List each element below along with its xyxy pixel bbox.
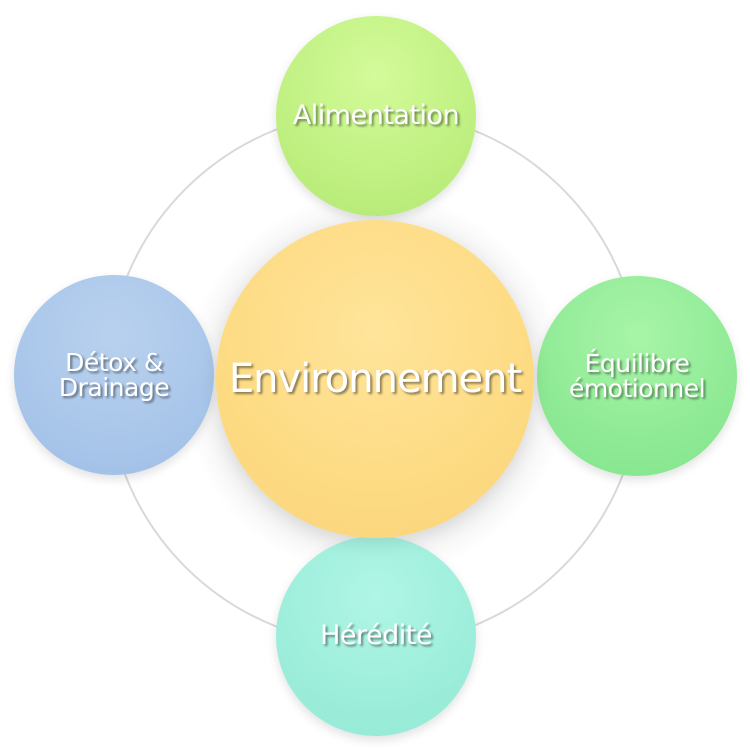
- node-label-alimentation: Alimentation: [292, 100, 460, 132]
- node-label-equilibre-emotionnel: Équilibre émotionnel: [568, 348, 706, 403]
- center-label: Environnement: [228, 355, 522, 402]
- node-label-detox-drainage: Détox & Drainage: [58, 347, 170, 402]
- node-environnement: Environnement: [216, 220, 534, 538]
- node-equilibre-emotionnel: Équilibre émotionnel: [537, 276, 737, 476]
- node-label-heredite: Hérédité: [320, 620, 432, 652]
- node-heredite: Hérédité: [276, 536, 476, 736]
- node-detox-drainage: Détox & Drainage: [14, 275, 214, 475]
- node-alimentation: Alimentation: [276, 16, 476, 216]
